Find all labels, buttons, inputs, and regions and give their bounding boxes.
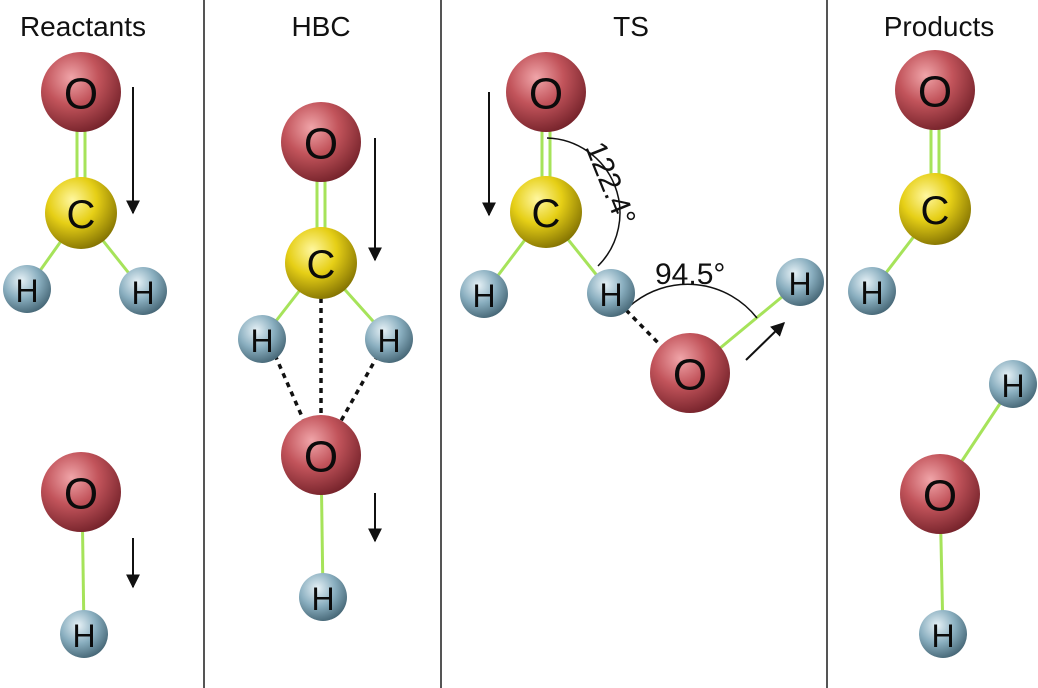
atom-carbon: C xyxy=(899,173,971,245)
angle-arc-94 xyxy=(630,283,758,319)
atom-label: O xyxy=(64,70,98,119)
atom-label: H xyxy=(599,277,622,313)
panel-title-products: Products xyxy=(884,11,995,42)
atom-label: C xyxy=(921,189,950,233)
atom-label: H xyxy=(931,618,954,654)
atom-oxygen: O xyxy=(900,454,980,534)
atom-label: C xyxy=(67,193,96,237)
atom-label: H xyxy=(472,278,495,314)
atom-carbon: C xyxy=(45,177,117,249)
angle-arcs xyxy=(546,137,758,319)
panel-title-reactants: Reactants xyxy=(20,11,146,42)
atom-hydrogen: H xyxy=(848,267,896,315)
arrow-ts-hydroxyl xyxy=(745,322,786,361)
atom-hydrogen: H xyxy=(989,360,1037,408)
hbond-hbc-h-left-o xyxy=(273,354,309,429)
atom-label: H xyxy=(131,275,154,311)
atom-hydrogen: H xyxy=(365,315,413,363)
atom-oxygen: O xyxy=(650,333,730,413)
atom-label: H xyxy=(377,323,400,359)
atom-label: H xyxy=(311,581,334,617)
atom-hydrogen: H xyxy=(919,610,967,658)
atom-carbon: C xyxy=(285,227,357,299)
atom-label: O xyxy=(673,351,707,400)
atom-label: H xyxy=(1001,368,1024,404)
atom-oxygen: O xyxy=(281,415,361,495)
hbond-hbc-h-right-o xyxy=(335,354,380,429)
atom-hydrogen: H xyxy=(299,573,347,621)
atom-hydrogen: H xyxy=(460,270,508,318)
atom-hydrogen: H xyxy=(119,267,167,315)
atom-oxygen: O xyxy=(41,452,121,532)
atom-oxygen: O xyxy=(506,52,586,132)
panel-title-hbc: HBC xyxy=(291,11,350,42)
atom-label: H xyxy=(788,266,811,302)
hydrogen-bonds xyxy=(273,288,669,429)
atom-label: H xyxy=(250,323,273,359)
atom-label: O xyxy=(304,433,338,482)
atom-label: C xyxy=(532,192,561,236)
atom-label: C xyxy=(307,243,336,287)
atom-hydrogen: H xyxy=(60,610,108,658)
angle-label-122: 122.4° xyxy=(579,137,642,230)
atom-hydrogen: H xyxy=(3,265,51,313)
atom-label: O xyxy=(529,70,563,119)
atom-label: O xyxy=(923,472,957,521)
atom-label: O xyxy=(918,68,952,117)
atom-hydrogen: H xyxy=(587,269,635,317)
atom-hydrogen: H xyxy=(776,258,824,306)
atom-label: O xyxy=(304,120,338,169)
panel-dividers xyxy=(203,0,828,688)
atom-label: H xyxy=(860,275,883,311)
atom-oxygen: O xyxy=(895,50,975,130)
atom-oxygen: O xyxy=(41,52,121,132)
atom-label: H xyxy=(72,618,95,654)
panel-title-ts: TS xyxy=(613,11,649,42)
motion-arrows xyxy=(126,87,786,589)
angle-arc-122 xyxy=(546,137,621,267)
angle-label-94: 94.5° xyxy=(655,258,725,291)
atoms: O C H H O H O C xyxy=(3,50,1037,658)
atom-oxygen: O xyxy=(281,102,361,182)
atom-label: H xyxy=(15,273,38,309)
atom-carbon: C xyxy=(510,176,582,248)
atom-label: O xyxy=(64,470,98,519)
atom-hydrogen: H xyxy=(238,315,286,363)
bonds xyxy=(25,106,1015,635)
